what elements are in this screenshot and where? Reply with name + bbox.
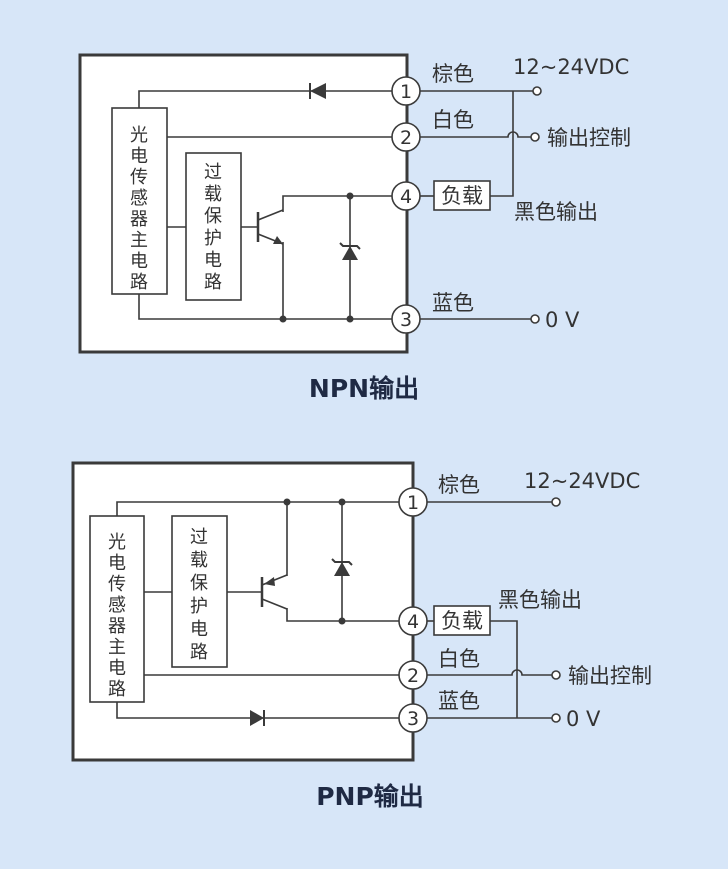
pnp-load-box [433, 605, 491, 636]
pnp-zero-label: 0 V [566, 707, 601, 731]
pnp-brown-label: 棕色 [438, 473, 480, 497]
npn-sensor-circuit-ch-7: 路 [130, 272, 148, 293]
npn-pin-4-label: 4 [400, 186, 412, 208]
pnp-junction-dot [338, 617, 346, 625]
npn-pin-1-label: 1 [400, 81, 412, 103]
npn-supply-label: 12~24VDC [513, 55, 629, 79]
pnp-ext-wire-load-return [490, 620, 518, 718]
npn-blue-label: 蓝色 [432, 291, 474, 315]
pnp-zener-diode-icon [331, 558, 353, 576]
npn-protection-ch-2: 保 [204, 206, 222, 227]
pnp-pin-2-label: 2 [407, 665, 419, 687]
npn-diagram: 光 电 传 感 器 主 电 路 过 载 保 护 电 路 [78, 53, 631, 403]
npn-black-output-label: 黑色输出 [514, 200, 598, 224]
pnp-diagram: 光 电 传 感 器 主 电 路 过 载 保 护 电 路 [71, 461, 652, 811]
pnp-sensor-circuit-ch-0: 光 [108, 532, 126, 553]
npn-brown-label: 棕色 [432, 62, 474, 86]
pnp-sensor-circuit-ch-3: 感 [108, 595, 126, 616]
npn-junction-dot [279, 315, 287, 323]
npn-title: NPN输出 [309, 374, 419, 403]
pnp-sensor-circuit-ch-7: 路 [108, 679, 126, 700]
pnp-protection-ch-5: 路 [190, 642, 208, 663]
npn-sensor-circuit-ch-3: 感 [130, 188, 148, 209]
npn-sensor-circuit-ch-4: 器 [130, 209, 148, 230]
pnp-diode-icon [250, 710, 265, 726]
npn-protection-ch-1: 载 [204, 184, 222, 205]
pnp-junction-dot [338, 498, 346, 506]
npn-protection-ch-0: 过 [204, 162, 222, 183]
npn-load-label: 负载 [441, 184, 483, 208]
pnp-load-label: 负载 [441, 609, 483, 633]
npn-sensor-main-circuit-box [111, 107, 168, 295]
npn-junction-dot [346, 315, 354, 323]
npn-sensor-circuit-ch-6: 电 [130, 251, 148, 272]
pnp-wire-pin1 [116, 501, 399, 516]
npn-terminal-zero [530, 314, 540, 324]
pnp-sensor-circuit-ch-6: 电 [108, 658, 126, 679]
npn-transistor-icon [256, 209, 284, 245]
pnp-pin-3-label: 3 [407, 708, 419, 730]
pnp-protection-ch-1: 载 [190, 550, 208, 571]
npn-wire-pin1 [138, 90, 392, 108]
npn-protection-circuit-box [185, 152, 242, 301]
pnp-black-output-label: 黑色输出 [498, 588, 582, 612]
pnp-sensor-main-circuit-box [89, 515, 145, 703]
pnp-control-label: 输出控制 [568, 664, 652, 688]
npn-pin-3-label: 3 [400, 309, 412, 331]
npn-sensor-circuit-ch-2: 传 [130, 167, 148, 188]
pnp-terminal-zero [551, 713, 561, 723]
pnp-sensor-circuit-ch-2: 传 [108, 574, 126, 595]
npn-terminal-supply [532, 86, 542, 96]
pnp-wire-pin3 [116, 702, 399, 719]
npn-junction-dot [346, 192, 354, 200]
pnp-title: PNP输出 [316, 782, 424, 811]
npn-sensor-circuit-ch-1: 电 [130, 146, 148, 167]
pnp-wire-transistor [286, 502, 399, 622]
pnp-transistor-icon [260, 574, 288, 610]
pnp-sensor-circuit-ch-5: 主 [108, 637, 126, 658]
pnp-pin-4-label: 4 [407, 611, 419, 633]
npn-terminal-control [530, 132, 540, 142]
npn-pin-2-label: 2 [400, 127, 412, 149]
pnp-terminal-control [551, 670, 561, 680]
pnp-supply-label: 12~24VDC [524, 469, 640, 493]
npn-sensor-circuit-ch-5: 主 [130, 230, 148, 251]
npn-load-box [433, 180, 491, 211]
npn-wire-transistor [282, 195, 392, 319]
pnp-junction-dot [283, 498, 291, 506]
pnp-protection-ch-4: 电 [190, 619, 208, 640]
pnp-protection-ch-2: 保 [190, 573, 208, 594]
pnp-protection-ch-3: 护 [190, 596, 208, 617]
npn-ext-wire-white [420, 131, 531, 138]
pnp-terminal-supply [551, 497, 561, 507]
pnp-white-label: 白色 [438, 647, 480, 671]
npn-zero-label: 0 V [545, 308, 580, 332]
pnp-pin-1-label: 1 [407, 492, 419, 514]
npn-sensor-circuit-ch-0: 光 [130, 125, 148, 146]
npn-protection-ch-5: 路 [204, 272, 222, 293]
npn-protection-ch-3: 护 [204, 228, 222, 249]
npn-protection-ch-4: 电 [204, 250, 222, 271]
pnp-blue-label: 蓝色 [438, 689, 480, 713]
npn-diode-icon [309, 83, 326, 99]
pnp-sensor-circuit-ch-1: 电 [108, 553, 126, 574]
npn-control-label: 输出控制 [547, 126, 631, 150]
npn-white-label: 白色 [432, 108, 474, 132]
pnp-protection-ch-0: 过 [190, 527, 208, 548]
npn-zener-diode-icon [339, 242, 361, 260]
pnp-sensor-circuit-ch-4: 器 [108, 616, 126, 637]
pnp-ext-wire-white [427, 669, 552, 676]
npn-wire-pin3 [138, 294, 392, 320]
npn-ext-wire-load-supply [490, 91, 514, 197]
